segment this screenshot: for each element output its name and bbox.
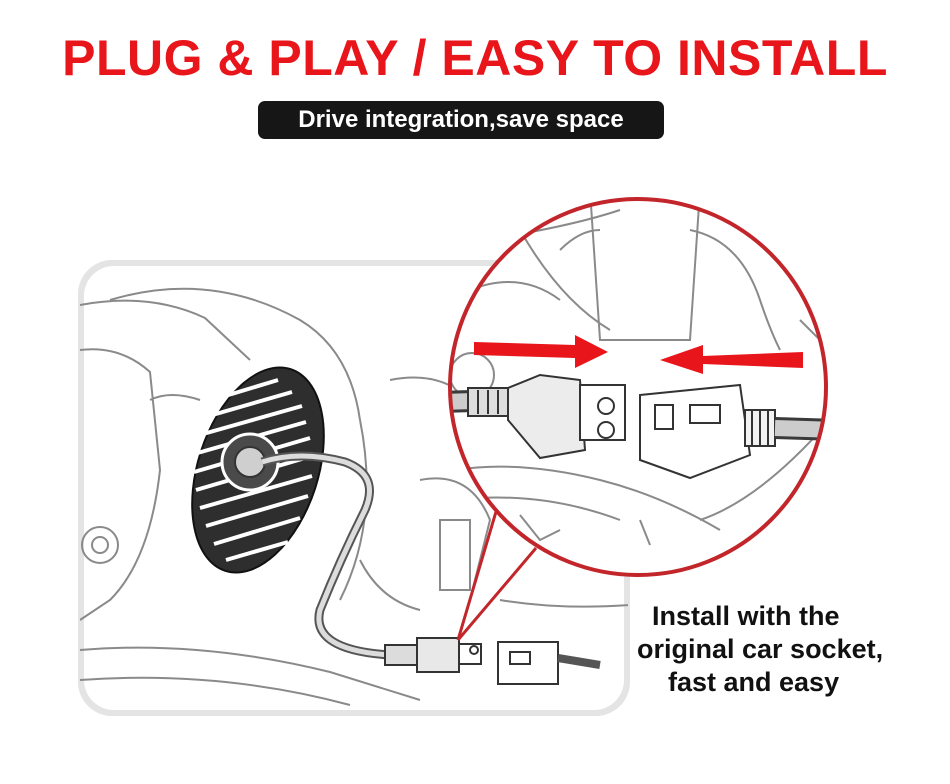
insert-arrow-left-icon [660,345,803,374]
bulb-heatsink [191,366,325,574]
insert-arrow-right-icon [474,335,608,368]
callout-lines [456,504,538,641]
caption-line-3: fast and easy [668,667,840,697]
caption-line-2: original car socket, [637,634,884,664]
small-connector-male [384,637,482,673]
zoom-connector-male [450,373,626,460]
small-connector-female [497,641,601,685]
zoom-connector-female [639,383,826,480]
page-title: PLUG & PLAY / EASY TO INSTALL [62,30,888,86]
caption-line-1: Install with the [652,601,840,631]
zoom-magnifier [448,197,828,577]
install-caption: Install with the original car socket, fa… [600,600,940,699]
subtitle-badge: Drive integration,save space [258,101,664,139]
